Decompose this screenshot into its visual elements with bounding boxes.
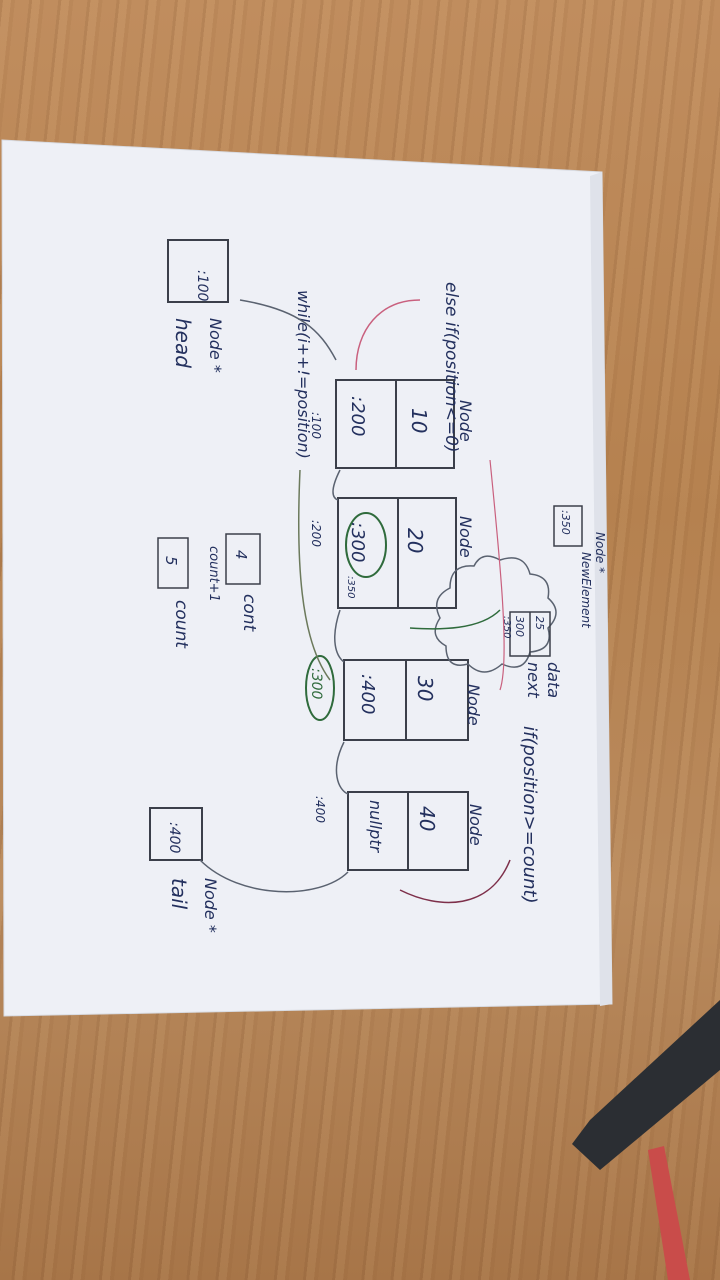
pencil xyxy=(648,1146,690,1280)
node-4-label: Node xyxy=(466,804,485,846)
else-if-label: else if(position<=0) xyxy=(441,282,461,453)
count-inc: count+1 xyxy=(206,546,221,602)
tail-arrow xyxy=(199,859,349,893)
node-4-next: nullptr xyxy=(366,800,385,854)
cont-label: cont xyxy=(239,594,259,633)
head-name: head xyxy=(171,318,195,368)
count-val: 5 xyxy=(162,556,180,566)
new-element-name: NewElement xyxy=(579,552,593,629)
new-node-self-addr: :350 xyxy=(501,616,512,638)
new-element-cloud xyxy=(434,555,557,673)
head-addr: :100 xyxy=(194,270,210,302)
addr-350-small: :350 xyxy=(345,576,356,598)
new-element-type: Node * xyxy=(593,532,607,573)
else-if-arrow xyxy=(355,299,421,371)
node-3: 30 :400 Node xyxy=(343,659,483,741)
node-2-data: 20 xyxy=(403,528,427,553)
node-1-data: 10 xyxy=(407,408,431,433)
data-label: data xyxy=(544,662,563,698)
count-label: count xyxy=(171,600,191,649)
node-4-data: 40 xyxy=(415,806,439,831)
if-position-label: if(position>=count) xyxy=(519,726,540,904)
pen xyxy=(572,1000,720,1170)
new-node-next: 300 xyxy=(513,616,526,637)
count-box xyxy=(157,537,189,589)
head-arrow xyxy=(239,299,337,361)
addr-400-mid: :400 xyxy=(313,796,327,823)
new-to-next-arrow xyxy=(409,609,501,630)
node-2-next: :300 xyxy=(347,522,368,562)
node-1-next: :200 xyxy=(347,396,368,436)
circled-300: :300 xyxy=(308,668,324,700)
node-1-label: Node xyxy=(456,400,475,442)
node-3-label: Node xyxy=(464,684,483,726)
node-3-data: 30 xyxy=(413,676,437,701)
node-2-label: Node xyxy=(456,516,475,558)
head-type: Node * xyxy=(206,318,225,373)
node-4: 40 nullptr Node xyxy=(347,791,485,871)
addr-200-mid: :200 xyxy=(309,520,323,547)
new-node-data: 25 xyxy=(533,616,546,630)
cont-box xyxy=(225,533,261,585)
node-1: 10 :200 Node xyxy=(335,379,475,469)
tail-addr: :400 xyxy=(166,822,182,854)
addr-100-mid: :100 xyxy=(309,412,323,439)
new-element-addr: :350 xyxy=(559,510,572,535)
cont-val: 4 xyxy=(232,550,250,560)
while-arrow xyxy=(297,469,331,681)
node-2: 20 :300 Node xyxy=(337,497,475,609)
next-label: next xyxy=(524,662,543,698)
node-3-next: :400 xyxy=(357,674,378,714)
new-element-box xyxy=(553,505,583,547)
while-label: while(i++!=position) xyxy=(294,290,313,459)
tail-type: Node * xyxy=(201,878,220,933)
tail-name: tail xyxy=(167,878,191,910)
if-position-arrow xyxy=(399,859,511,904)
tail-box xyxy=(149,807,203,861)
head-box xyxy=(167,239,229,303)
